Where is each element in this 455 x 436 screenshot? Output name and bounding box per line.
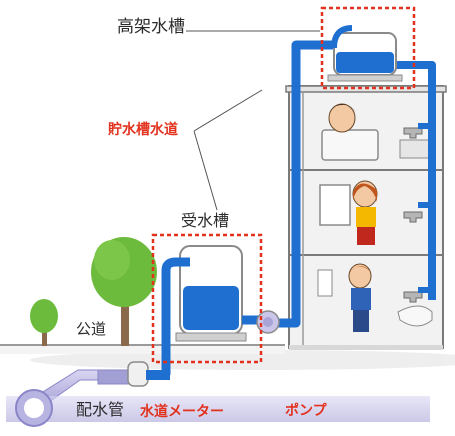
receiving-tank: [175, 245, 247, 342]
tank-water-supply-leader: [193, 89, 263, 211]
ground: [0, 344, 285, 354]
pump: [256, 310, 280, 334]
elevated-tank: [327, 25, 403, 82]
large-tree: [91, 237, 157, 346]
elevated-tank-label: 高架水槽: [117, 17, 185, 37]
room-top: [321, 103, 431, 161]
tank-water-supply-label: 貯水槽水道: [108, 122, 178, 138]
small-tree: [30, 299, 58, 346]
distribution-pipe-label: 配水管: [76, 400, 125, 419]
distribution-main: [6, 361, 430, 427]
riser-pipe: [276, 40, 436, 328]
water-meter-label: 水道メーター: [140, 404, 224, 420]
receiving-tank-highlight: [151, 233, 263, 364]
elevated-tank-highlight: [320, 6, 416, 90]
public-road-label: 公道: [76, 320, 107, 338]
room-middle: [319, 180, 423, 245]
receiving-tank-label: 受水槽: [181, 211, 230, 230]
pump-label: ポンプ: [285, 403, 327, 419]
room-bottom: [317, 263, 433, 332]
